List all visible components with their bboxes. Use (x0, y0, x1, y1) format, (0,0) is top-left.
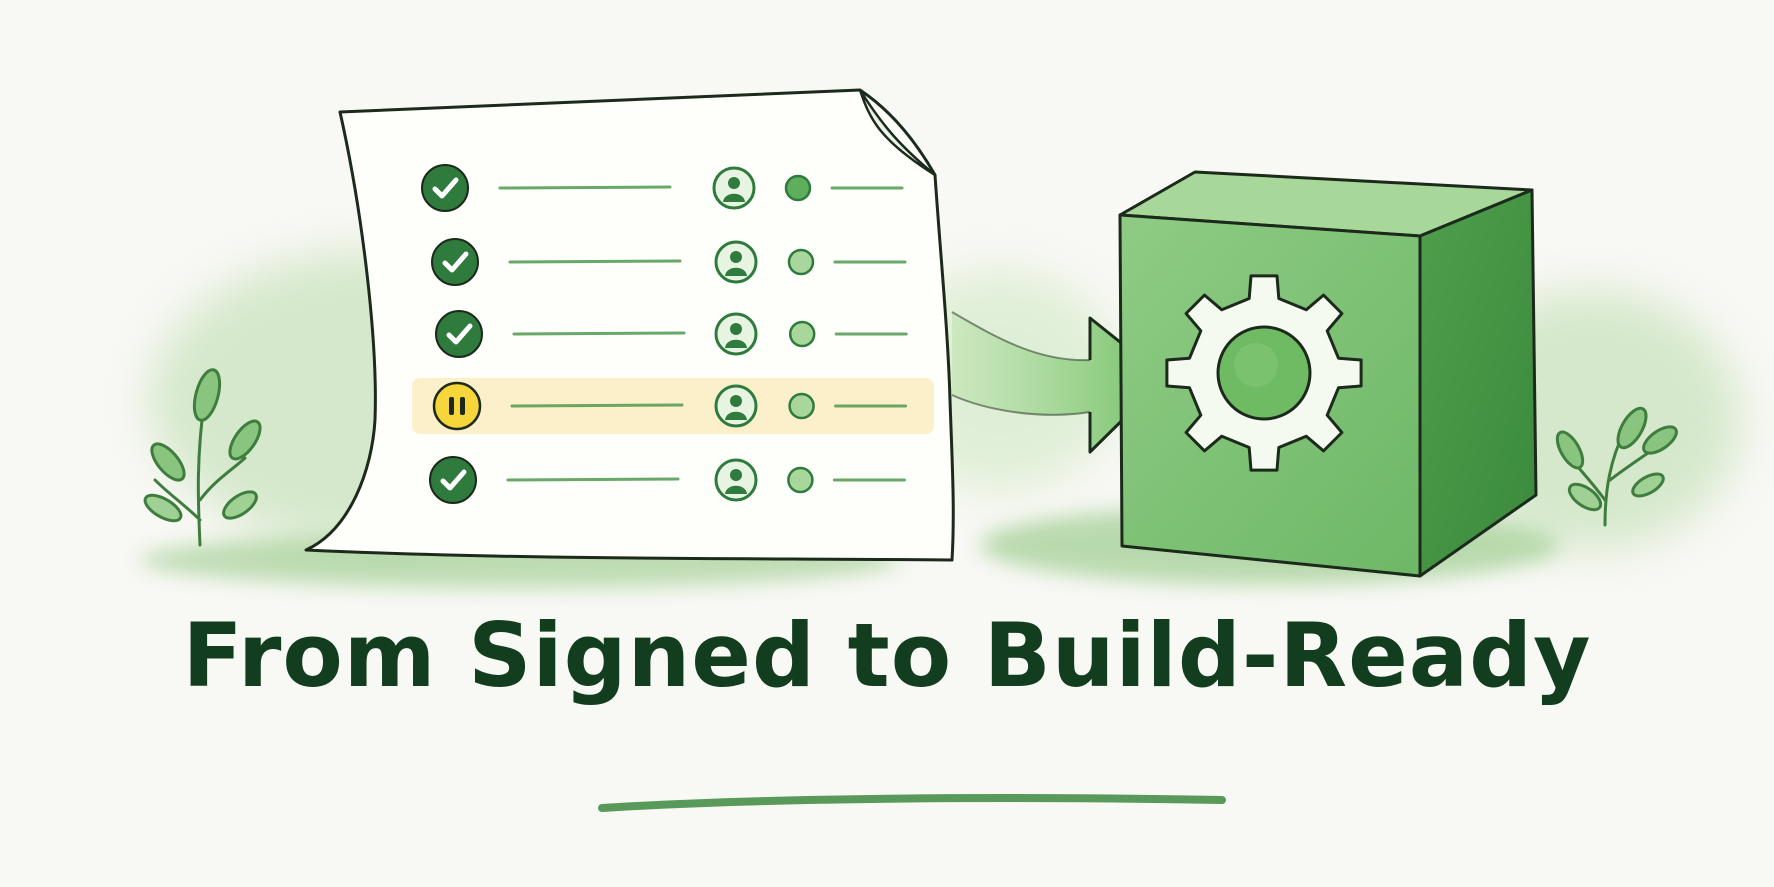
pause-icon (432, 381, 482, 431)
status-dot (788, 320, 816, 348)
checklist (421, 164, 908, 504)
plant-icon (1555, 406, 1678, 527)
avatar-icon (714, 240, 758, 284)
avatar-icon (712, 166, 756, 210)
document-icon (304, 88, 955, 562)
check-icon (431, 238, 479, 286)
text-line (506, 477, 680, 482)
status-dot (784, 174, 812, 202)
checklist-row (429, 456, 906, 504)
check-icon (429, 456, 477, 504)
checklist-row (421, 164, 904, 212)
avatar-icon (714, 458, 758, 502)
check-icon (435, 310, 483, 358)
text-line (510, 403, 684, 408)
status-dot (788, 392, 815, 420)
plant-icon (143, 368, 262, 547)
status-dot (787, 248, 815, 276)
status-dot (787, 466, 814, 494)
text-line (498, 185, 672, 190)
headline: From Signed to Build-Ready (182, 604, 1592, 707)
checklist-row (431, 238, 907, 286)
avatar-icon (714, 312, 758, 356)
avatar-icon (714, 384, 758, 428)
text-line (508, 259, 682, 264)
headline-underline (598, 794, 1226, 812)
gear-icon (1165, 274, 1363, 472)
checklist-row (435, 310, 908, 358)
text-line (512, 331, 686, 336)
checklist-row (432, 381, 908, 431)
check-icon (421, 164, 469, 212)
arrow-right-icon (951, 311, 1167, 454)
